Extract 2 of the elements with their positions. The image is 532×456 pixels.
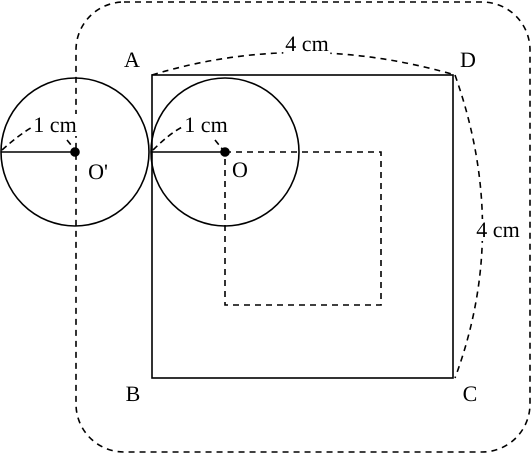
point-label: 1 cm <box>31 114 79 136</box>
point-label: 4 cm <box>474 219 522 241</box>
